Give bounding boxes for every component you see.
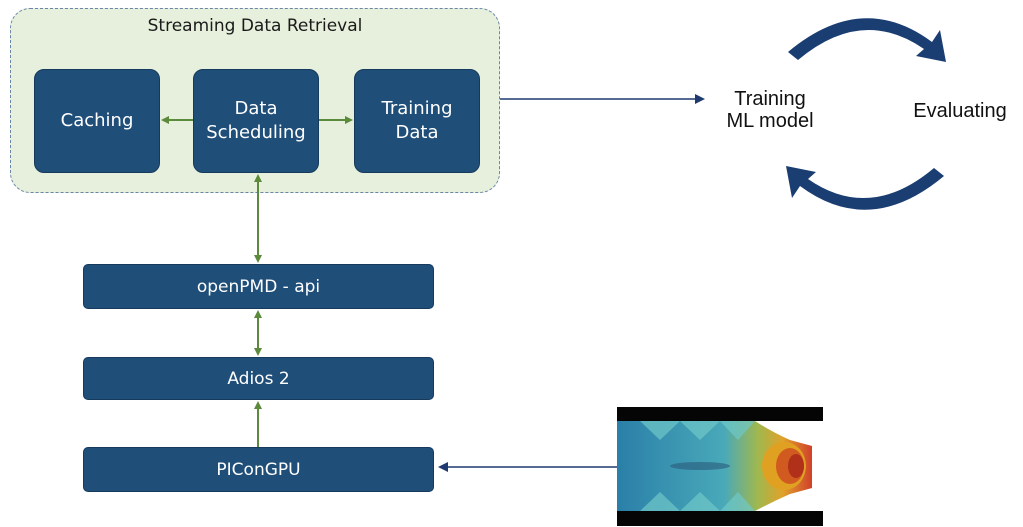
openpmd-api-box: openPMD - api [83, 264, 434, 309]
circular-arrows-icon [786, 18, 946, 210]
data-scheduling-box: Data Scheduling [193, 69, 319, 173]
group-title: Streaming Data Retrieval [147, 16, 363, 36]
picongpu-box: PIConGPU [83, 447, 434, 492]
training-data-box: Training Data [354, 69, 480, 173]
training-ml-model-label: Training ML model [726, 88, 814, 132]
caching-box: Caching [34, 69, 160, 173]
adios2-box: Adios 2 [83, 357, 434, 400]
plasma-simulation-image [617, 407, 823, 526]
evaluating-label: Evaluating [913, 100, 1007, 122]
